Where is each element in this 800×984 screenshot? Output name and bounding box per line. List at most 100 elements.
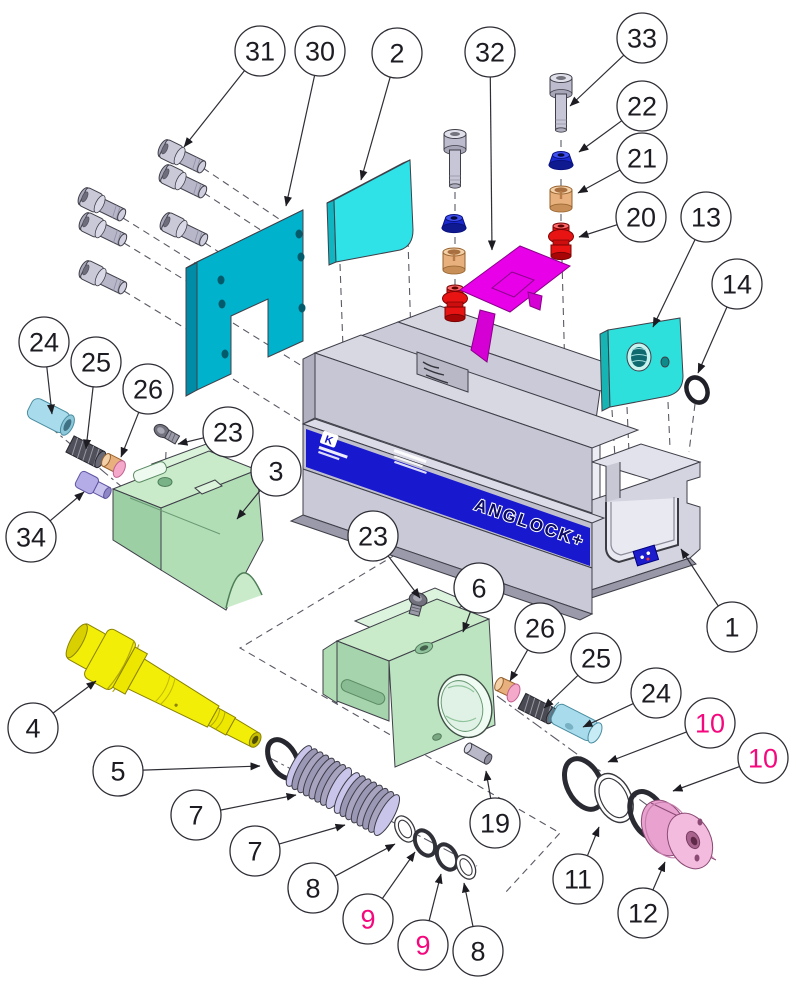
balloon-number: 5 bbox=[110, 757, 125, 787]
balloon-number: 14 bbox=[722, 270, 752, 300]
balloon-circle bbox=[706, 601, 758, 653]
balloon-circle bbox=[452, 925, 504, 977]
balloon-circle bbox=[616, 132, 668, 184]
balloon-circle bbox=[70, 336, 122, 388]
leader-line bbox=[569, 54, 625, 107]
leader-line bbox=[142, 762, 261, 771]
leader-line bbox=[183, 70, 245, 148]
balloon-circle bbox=[514, 602, 566, 654]
balloon-number: 24 bbox=[29, 328, 59, 358]
balloon-circle bbox=[397, 919, 449, 971]
stationary-jaw-6 bbox=[322, 587, 496, 768]
thrust-bearing bbox=[632, 544, 660, 567]
leader-line bbox=[52, 680, 97, 714]
balloon-circle bbox=[711, 258, 763, 310]
leader-line bbox=[652, 861, 666, 891]
nut-sleeve-24b bbox=[548, 701, 603, 744]
balloon-5: 5 bbox=[92, 745, 261, 797]
jaw-3-slot bbox=[132, 461, 168, 483]
balloon-26: 26 bbox=[509, 602, 566, 682]
balloon-circle bbox=[737, 732, 789, 784]
leader-line bbox=[381, 851, 416, 899]
balloon-4: 4 bbox=[7, 680, 97, 754]
balloon-number: 1 bbox=[724, 613, 739, 643]
kurt-logo-box: K bbox=[318, 430, 348, 461]
leader-line bbox=[120, 411, 140, 458]
leader-line bbox=[428, 873, 443, 921]
balloon-number: 34 bbox=[16, 523, 46, 553]
balloon-number: 26 bbox=[133, 375, 163, 405]
nut-22-right bbox=[548, 151, 574, 171]
balloon-number: 6 bbox=[471, 574, 486, 604]
leader-line bbox=[284, 75, 316, 207]
balloon-31: 31 bbox=[183, 25, 286, 148]
balloon-circle bbox=[680, 191, 732, 243]
balloon-number: 12 bbox=[628, 899, 658, 929]
leader-line bbox=[236, 490, 261, 520]
leader-line bbox=[582, 703, 634, 728]
balloon-8: 8 bbox=[287, 843, 396, 914]
leader-line bbox=[46, 366, 55, 415]
balloon-number: 8 bbox=[305, 874, 320, 904]
leader-line bbox=[49, 491, 85, 522]
nut-22-left bbox=[441, 214, 467, 234]
set-screw-23a bbox=[153, 423, 181, 445]
leader-line bbox=[578, 120, 623, 153]
balloon-23: 23 bbox=[177, 406, 254, 458]
leader-line bbox=[334, 843, 396, 877]
balloon-number: 4 bbox=[25, 714, 40, 744]
leader-line bbox=[543, 674, 579, 709]
balloon-6: 6 bbox=[453, 562, 505, 633]
balloon-number: 30 bbox=[305, 37, 335, 67]
plunger-34 bbox=[74, 470, 112, 500]
gripper-20-right bbox=[548, 222, 574, 261]
leader-line bbox=[83, 386, 94, 450]
leader-line bbox=[672, 766, 740, 792]
balloon-number: 21 bbox=[627, 144, 657, 174]
leader-line bbox=[177, 437, 204, 446]
balloon-24: 24 bbox=[18, 316, 70, 415]
band-fine-print bbox=[393, 449, 427, 475]
vise-body: K ANGLOCK+ bbox=[289, 305, 702, 621]
plate-30-holes bbox=[217, 229, 306, 359]
balloon-circle bbox=[616, 80, 668, 132]
movable-jaw-3 bbox=[111, 442, 264, 611]
balloon-number: 8 bbox=[470, 937, 485, 967]
spring-7b bbox=[333, 772, 401, 836]
screw-33-left bbox=[443, 129, 467, 189]
jaw-plate-2 bbox=[326, 159, 414, 266]
vise-screw-4 bbox=[65, 623, 262, 748]
balloon-22: 22 bbox=[578, 80, 668, 153]
balloon-number: 7 bbox=[247, 837, 262, 867]
anglock-band bbox=[306, 429, 590, 566]
balloon-12: 12 bbox=[617, 861, 669, 939]
balloon-20: 20 bbox=[578, 191, 667, 243]
balloon-13: 13 bbox=[652, 191, 732, 328]
washer-8a bbox=[394, 815, 416, 843]
balloon-23: 23 bbox=[347, 510, 421, 599]
jaw-6-slot bbox=[340, 679, 386, 705]
balloon-21: 21 bbox=[577, 132, 668, 194]
balloon-circle bbox=[18, 316, 70, 368]
casting-mark bbox=[422, 361, 449, 384]
plug-26b bbox=[494, 676, 521, 703]
balloon-circle bbox=[570, 632, 622, 684]
leader-line bbox=[586, 826, 600, 857]
balloon-number: 32 bbox=[475, 38, 505, 68]
balloon-25: 25 bbox=[543, 632, 622, 709]
balloon-circle bbox=[122, 363, 174, 415]
balloon-circle bbox=[287, 862, 339, 914]
jaw-plate-30 bbox=[185, 209, 306, 397]
balloon-circle bbox=[7, 702, 59, 754]
leader-line bbox=[607, 731, 687, 763]
leader-line bbox=[577, 169, 621, 194]
balloon-7: 7 bbox=[229, 823, 346, 877]
bushing-21-left bbox=[442, 247, 466, 275]
balloon-2: 2 bbox=[359, 27, 423, 181]
balloon-circle bbox=[453, 562, 505, 614]
balloon-number: 33 bbox=[627, 24, 657, 54]
balloon-number: 10 bbox=[748, 744, 778, 774]
leader-line bbox=[680, 548, 719, 607]
leader-line bbox=[487, 76, 496, 251]
balloon-circle bbox=[617, 887, 669, 939]
